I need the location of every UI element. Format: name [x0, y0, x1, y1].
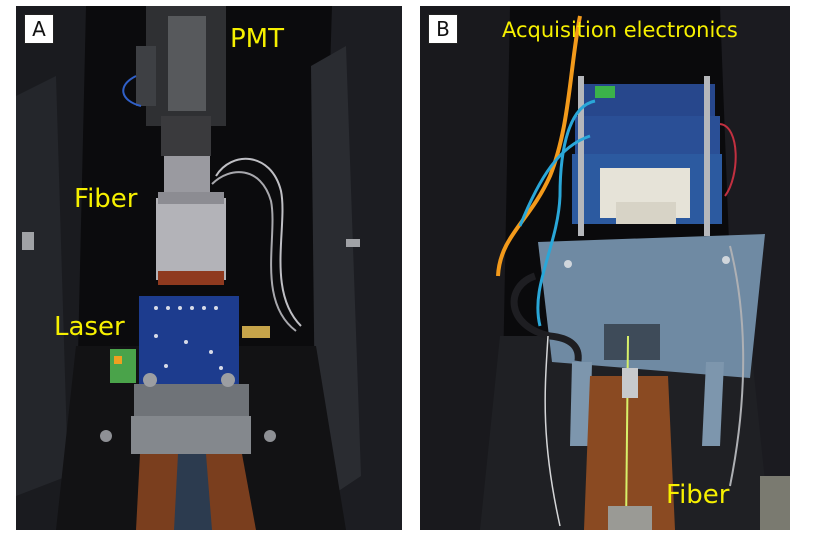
fiber-label-a: Fiber: [74, 184, 138, 214]
acquisition-electronics-label: Acquisition electronics: [502, 18, 738, 42]
panel-b-illustration: [420, 6, 790, 530]
panel-a-illustration: [16, 6, 402, 530]
pmt-label: PMT: [230, 24, 284, 54]
panel-b-letter: B: [428, 14, 458, 44]
panel-a-letter: A: [24, 14, 54, 44]
laser-label: Laser: [54, 312, 125, 342]
fiber-label-b: Fiber: [666, 480, 730, 510]
panel-b-photo: B Acquisition electronics Fiber: [420, 6, 790, 530]
panel-a-photo: A PMT Fiber Laser: [16, 6, 402, 530]
